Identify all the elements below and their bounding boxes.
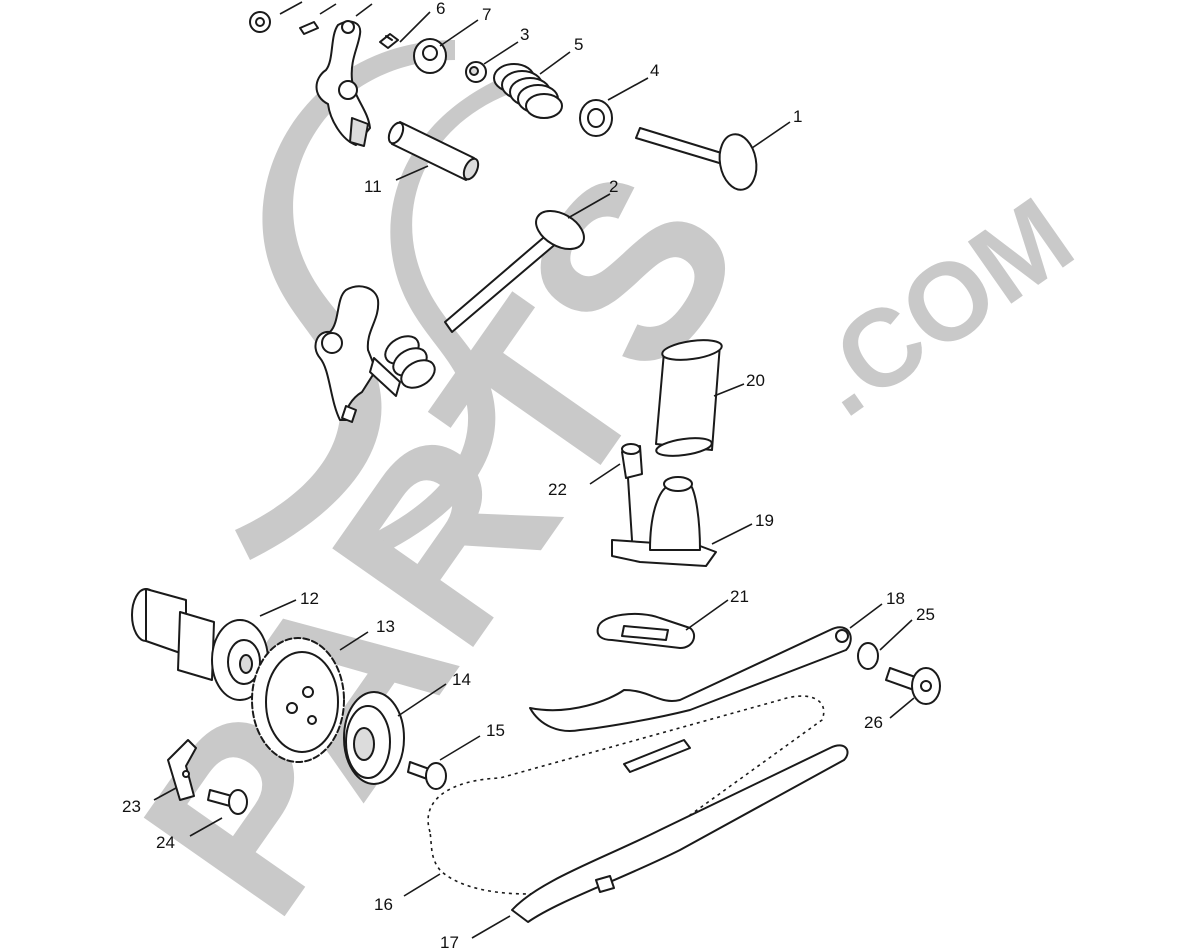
intake-valve (635, 127, 758, 191)
callout-2: 2 (609, 177, 618, 196)
small-bolt-top (249, 11, 319, 35)
callout-3: 3 (520, 25, 529, 44)
tensioner-body (611, 476, 717, 567)
callout-12: 12 (300, 589, 319, 608)
callout-5: 5 (574, 35, 583, 54)
callout-23: 23 (122, 797, 141, 816)
callout-22: 22 (548, 480, 567, 499)
callout-11: 11 (364, 177, 382, 196)
valve-spring (493, 63, 563, 119)
callout-20: 20 (746, 371, 765, 390)
rocker-spring (384, 335, 436, 389)
valve-stem-seal (465, 61, 487, 83)
chain-guide-upper (529, 626, 852, 732)
watermark-swoosh (235, 40, 455, 560)
spring-seat-washer (579, 99, 613, 137)
callout-24: 24 (156, 833, 175, 852)
sprocket-plate (343, 691, 405, 785)
callout-15: 15 (486, 721, 505, 740)
callout-17: 17 (440, 933, 459, 951)
callout-21: 21 (730, 587, 749, 606)
callout-18: 18 (886, 589, 905, 608)
callout-19: 19 (755, 511, 774, 530)
rocker-arm-upper (315, 20, 371, 147)
rocker-arm-lower (314, 285, 436, 423)
callout-7: 7 (482, 5, 491, 24)
tensioner-pusher (655, 339, 723, 457)
watermark-swoosh-2 (370, 70, 520, 555)
leader-lines (153, 1, 915, 939)
guide-bolt (885, 667, 941, 705)
valve-cotter (379, 33, 399, 49)
callout-4: 4 (650, 61, 659, 80)
callout-1: 1 (793, 107, 802, 126)
tensioner-gasket (596, 612, 696, 649)
exhaust-valve (444, 210, 585, 333)
o-ring (857, 642, 879, 670)
callout-labels: 6 7 3 5 4 1 11 2 20 22 19 21 18 25 12 13… (122, 0, 935, 951)
cam-stopper-plate (167, 739, 197, 801)
callout-6: 6 (436, 0, 445, 18)
cam-sprocket (251, 637, 345, 763)
callout-25: 25 (916, 605, 935, 624)
watermark-suffix: .COM (788, 174, 1094, 439)
tensioner-bolt (621, 443, 643, 541)
callout-13: 13 (376, 617, 395, 636)
chain-guide-lower (511, 744, 849, 923)
callout-16: 16 (374, 895, 393, 914)
sprocket-bolt (407, 761, 447, 790)
callout-14: 14 (452, 670, 471, 689)
spring-retainer (413, 38, 447, 74)
callout-26: 26 (864, 713, 883, 732)
rocker-shaft (387, 121, 480, 181)
parts (131, 11, 941, 923)
cam-stopper-bolt (207, 789, 248, 815)
